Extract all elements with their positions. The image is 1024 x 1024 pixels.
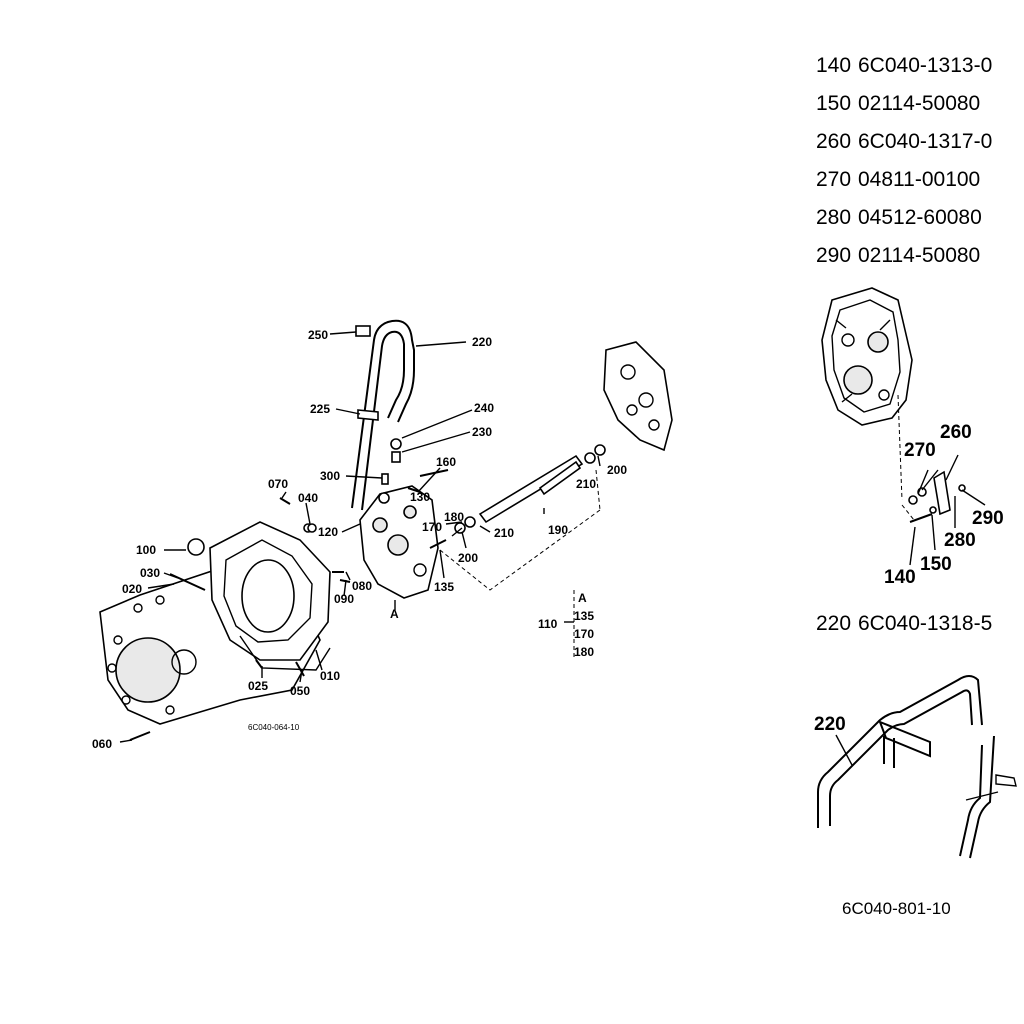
detail-callout-220: 220 xyxy=(814,714,846,735)
drawing-ref-detail: 6C040-801-10 xyxy=(842,899,951,918)
callout-130: 130 xyxy=(410,490,430,504)
callout-160: 160 xyxy=(436,455,456,469)
group-110-item-170: 170 xyxy=(574,627,594,641)
group-110-item-180: 180 xyxy=(574,645,594,659)
part-no-270: 270 xyxy=(816,168,851,191)
callout-010: 010 xyxy=(320,669,340,683)
callout-225: 225 xyxy=(310,402,330,416)
group-110: 110 A 135 170 180 xyxy=(538,590,594,660)
callout-170: 170 xyxy=(422,520,442,534)
rear-case-drawing xyxy=(603,341,673,452)
callout-020: 020 xyxy=(122,582,142,596)
callout-135: 135 xyxy=(434,580,454,594)
callout-060: 060 xyxy=(92,737,112,751)
detail-callout-260: 260 xyxy=(940,422,972,443)
callout-070: 070 xyxy=(268,477,288,491)
part-no-150: 150 xyxy=(816,92,851,115)
callout-025: 025 xyxy=(248,679,268,693)
part-list-top: 140 6C040-1313-0 150 02114-50080 260 6C0… xyxy=(816,54,992,267)
leader-lines xyxy=(119,331,601,743)
clutch-housing-drawing xyxy=(99,521,331,725)
detail-callout-140: 140 xyxy=(884,567,916,588)
callout-120: 120 xyxy=(318,525,338,539)
group-110-item-135: 135 xyxy=(574,609,594,623)
part-no-290: 290 xyxy=(816,244,851,267)
drawing-ref-main: 6C040-064-10 xyxy=(248,723,300,732)
detail-pipe-220-drawing: 220 xyxy=(814,675,1017,859)
part-no-140: 140 xyxy=(816,54,851,77)
part-no-260: 260 xyxy=(816,130,851,153)
callout-190: 190 xyxy=(548,523,568,537)
detail-housing-drawing: 260 270 280 290 140 150 xyxy=(821,287,1004,588)
part-code-260: 6C040-1317-0 xyxy=(858,130,992,153)
callouts-main: 250 220 225 240 230 300 160 070 040 130 … xyxy=(92,328,627,751)
callout-090: 090 xyxy=(334,592,354,606)
part-no-280: 280 xyxy=(816,206,851,229)
part-220-line: 220 6C040-1318-5 xyxy=(816,612,992,635)
callout-A: A xyxy=(390,607,399,621)
callout-220: 220 xyxy=(472,335,492,349)
detail-callout-280: 280 xyxy=(944,530,976,551)
callout-110: 110 xyxy=(538,617,558,631)
shaft-drawing xyxy=(439,444,606,591)
callout-080: 080 xyxy=(352,579,372,593)
callout-200-upper: 200 xyxy=(607,463,627,477)
callout-300: 300 xyxy=(320,469,340,483)
callout-230: 230 xyxy=(472,425,492,439)
part-code-280: 04512-60080 xyxy=(858,206,982,229)
callout-210-upper: 210 xyxy=(576,477,596,491)
callout-180: 180 xyxy=(444,510,464,524)
detail-callout-150: 150 xyxy=(920,554,952,575)
part-code-220: 6C040-1318-5 xyxy=(858,612,992,635)
oil-pipe-drawing xyxy=(351,319,415,511)
callout-100: 100 xyxy=(136,543,156,557)
detail-callout-290: 290 xyxy=(972,508,1004,529)
part-no-220: 220 xyxy=(816,612,851,635)
callout-210-lower: 210 xyxy=(494,526,514,540)
callout-030: 030 xyxy=(140,566,160,580)
gear-case-drawing xyxy=(359,485,439,610)
part-code-150: 02114-50080 xyxy=(858,92,980,115)
callout-050: 050 xyxy=(290,684,310,698)
part-code-290: 02114-50080 xyxy=(858,244,980,267)
part-code-270: 04811-00100 xyxy=(858,168,980,191)
callout-040: 040 xyxy=(298,491,318,505)
part-code-140: 6C040-1313-0 xyxy=(858,54,992,77)
callout-250: 250 xyxy=(308,328,328,342)
group-110-label: A xyxy=(578,591,587,605)
callout-240: 240 xyxy=(474,401,494,415)
callout-200-lower: 200 xyxy=(458,551,478,565)
detail-callout-270: 270 xyxy=(904,440,936,461)
